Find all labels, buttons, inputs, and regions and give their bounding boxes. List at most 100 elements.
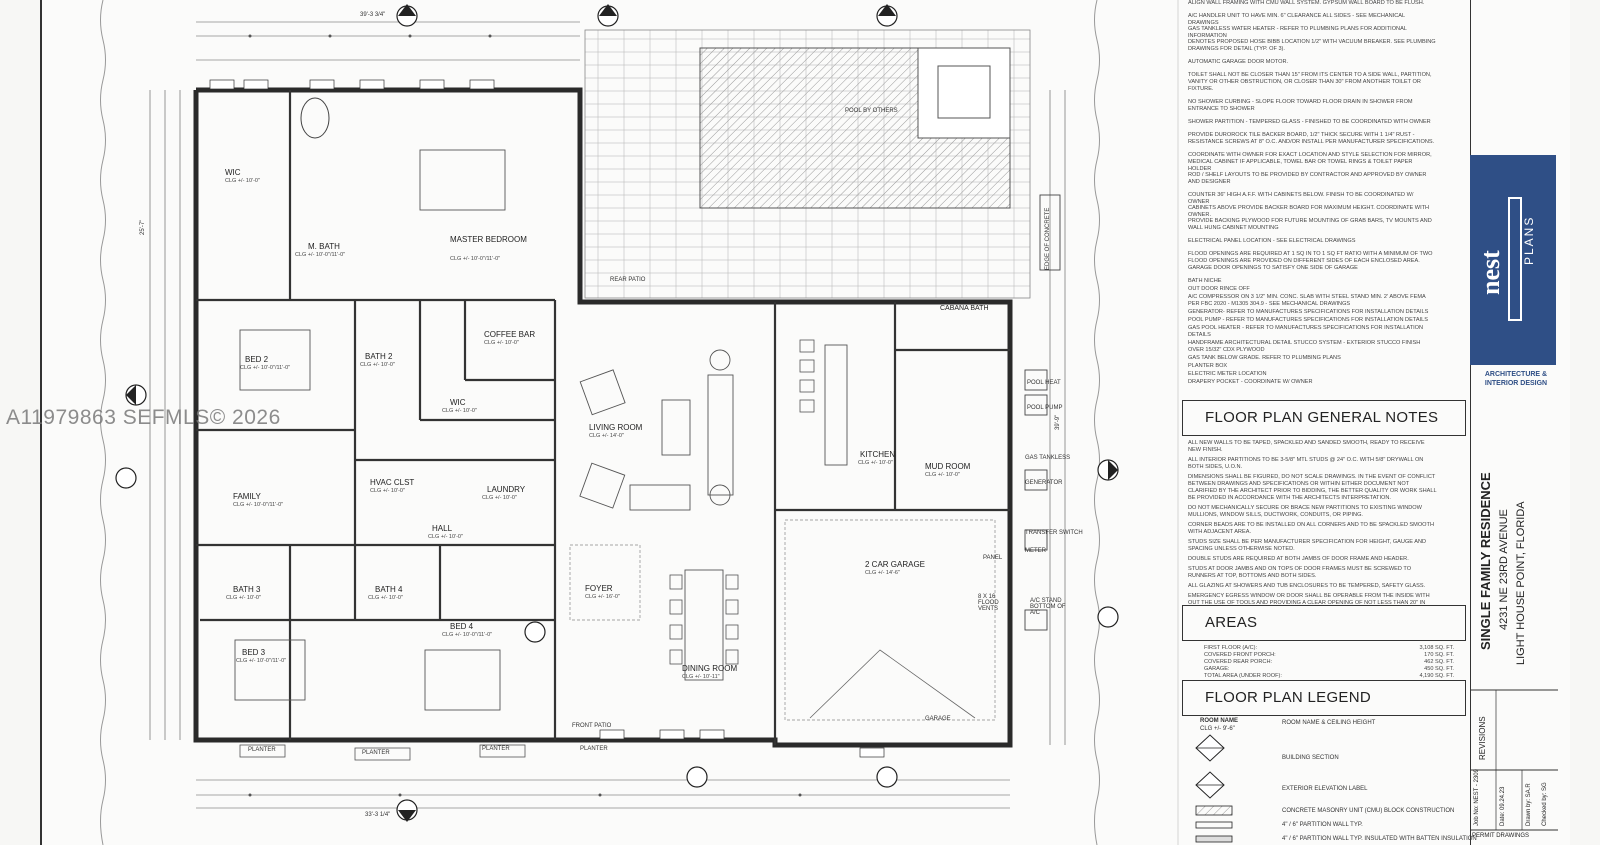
dimension-top: 39'-3 3/4" bbox=[360, 12, 386, 18]
area-value: 462 SQ. FT. bbox=[1424, 659, 1454, 665]
room-label: HALL bbox=[432, 524, 453, 533]
legend-header: FLOOR PLAN LEGEND bbox=[1182, 680, 1466, 716]
permit-label: PERMIT DRAWINGS bbox=[1472, 833, 1530, 839]
plan-note: GAS TANKLESS WATER HEATER - REFER TO PLU… bbox=[1188, 26, 1407, 39]
room-label: CABANA BATH bbox=[940, 305, 989, 312]
room-ceiling: CLG +/- 10'-0" bbox=[858, 460, 893, 466]
plan-note: OUT DOOR RINCE OFF bbox=[1188, 286, 1250, 292]
plan-note: ELECTRIC METER LOCATION bbox=[1188, 371, 1267, 377]
legend-room-clg: CLG +/- 9'-6" bbox=[1200, 726, 1235, 732]
area-row: COVERED FRONT PORCH: 170 SQ. FT. bbox=[1204, 652, 1454, 658]
area-row: COVERED REAR PORCH: 462 SQ. FT. bbox=[1204, 659, 1454, 665]
plan-note: GAS TANK BELOW GRADE. REFER TO PLUMBING … bbox=[1188, 355, 1341, 361]
general-note: STUDS SIZE SHALL BE PER MANUFACTURER SPE… bbox=[1188, 539, 1427, 552]
area-label: FIRST FLOOR (A/C): bbox=[1204, 645, 1258, 651]
planter-label: PLANTER bbox=[248, 747, 276, 753]
plan-note: A/C HANDLER UNIT TO HAVE MIN. 6" CLEARAN… bbox=[1188, 13, 1405, 26]
room-ceiling: CLG +/- 14'-6" bbox=[865, 570, 900, 576]
room-label: KITCHEN bbox=[860, 450, 896, 459]
title-block bbox=[1470, 0, 1559, 845]
planter-label: PLANTER bbox=[580, 746, 608, 752]
plan-note: SHOWER PARTITION - TEMPERED GLASS - FINI… bbox=[1188, 119, 1431, 125]
plan-note: ELECTRICAL PANEL LOCATION - SEE ELECTRIC… bbox=[1188, 238, 1356, 244]
room-label: WIC bbox=[450, 398, 466, 407]
legend-item: 4" / 6" PARTITION WALL TYP. bbox=[1282, 822, 1363, 828]
room-ceiling: CLG +/- 10'-0"/11'-0" bbox=[442, 632, 493, 638]
plan-note: COORDINATE WITH OWNER FOR EXACT LOCATION… bbox=[1188, 152, 1432, 172]
property-line-left bbox=[100, 0, 106, 845]
plan-note: CABINETS ABOVE PROVIDE BACKER BOARD FOR … bbox=[1188, 205, 1430, 218]
areas-header: AREAS bbox=[1182, 605, 1466, 641]
project-title: SINGLE FAMILY RESIDENCE bbox=[1478, 472, 1493, 650]
plan-note: GAS POOL HEATER - REFER TO MANUFACTURES … bbox=[1188, 325, 1424, 338]
room-ceiling: CLG +/- 10'-0" bbox=[428, 534, 463, 540]
job-number: Job No: NEST - 2309 bbox=[1474, 769, 1480, 826]
general-note: DO NOT MECHANICALLY SECURE OR BRACE NEW … bbox=[1188, 505, 1422, 518]
room-ceiling: CLG +/- 10'-0"/11'-0" bbox=[240, 365, 291, 371]
room-ceiling: CLG +/- 10'-0" bbox=[225, 178, 260, 184]
plan-note: NO SHOWER CURBING - SLOPE FLOOR TOWARD F… bbox=[1188, 99, 1413, 112]
room-label: 2 CAR GARAGE bbox=[865, 560, 926, 569]
room-label: DINING ROOM bbox=[682, 664, 738, 673]
front-patio-label: FRONT PATIO bbox=[572, 723, 612, 729]
legend-room-name: ROOM NAME bbox=[1200, 718, 1238, 724]
drawing-date: Date: 09.24.23 bbox=[1500, 786, 1506, 826]
room-label: MASTER BEDROOM bbox=[450, 235, 527, 244]
planter-label: PLANTER bbox=[482, 746, 510, 752]
notes-column: ALIGN WALL FRAMING WITH CMU WALL SYSTEM.… bbox=[1180, 0, 1442, 845]
firm-name: ARCHITECTURE & INTERIOR DESIGN bbox=[1484, 371, 1548, 387]
general-note: CORNER BEADS ARE TO BE INSTALLED ON ALL … bbox=[1188, 522, 1434, 535]
plan-note: GENERATOR- REFER TO MANUFACTURES SPECIFI… bbox=[1188, 309, 1429, 315]
room-label: BATH 4 bbox=[375, 585, 403, 594]
room-ceiling: CLG +/- 10'-0" bbox=[484, 340, 519, 346]
pool-heat-label: POOL HEAT bbox=[1027, 380, 1061, 386]
property-line-right bbox=[1094, 0, 1100, 845]
room-label: LAUNDRY bbox=[487, 485, 526, 494]
plan-note: TOILET SHALL NOT BE CLOSER THAN 15" FROM… bbox=[1188, 72, 1432, 92]
area-label: COVERED REAR PORCH: bbox=[1204, 659, 1273, 665]
transfer-switch-label: TRANSFER SWITCH bbox=[1025, 530, 1083, 536]
legend-item: CONCRETE MASONRY UNIT (CMU) BLOCK CONSTR… bbox=[1282, 808, 1455, 814]
area-value: 450 SQ. FT. bbox=[1424, 666, 1454, 672]
plan-note: DRAPERY POCKET - COORDINATE W/ OWNER bbox=[1188, 379, 1313, 385]
pool-label: POOL BY OTHERS bbox=[845, 108, 898, 114]
general-note: ALL NEW WALLS TO BE TAPED, SPACKLED AND … bbox=[1188, 440, 1425, 453]
general-note: ALL GLAZING AT SHOWERS AND TUB ENCLOSURE… bbox=[1188, 583, 1426, 589]
area-row: FIRST FLOOR (A/C):3,108 SQ. FT. bbox=[1204, 645, 1454, 651]
legend-item: EXTERIOR ELEVATION LABEL bbox=[1282, 786, 1368, 792]
plan-note: ALIGN WALL FRAMING WITH CMU WALL SYSTEM.… bbox=[1188, 0, 1425, 6]
room-label: WIC bbox=[225, 168, 241, 177]
checked-by: Checked by: SG bbox=[1542, 782, 1548, 826]
room-ceiling: CLG +/- 10'-0" bbox=[925, 472, 960, 478]
room-ceiling: CLG +/- 16'-0" bbox=[585, 594, 620, 600]
room-label: BATH 3 bbox=[233, 585, 261, 594]
plan-note: A/C COMPRESSOR ON 3 1/2" MIN. CONC. SLAB… bbox=[1188, 294, 1426, 307]
plan-note: PLANTER BOX bbox=[1188, 363, 1228, 369]
room-label: HVAC CLST bbox=[370, 478, 415, 487]
pool-pump-label: POOL PUMP bbox=[1027, 405, 1063, 411]
meter-label: METER bbox=[1025, 548, 1046, 554]
room-ceiling: CLG +/- 10'-0" bbox=[482, 495, 517, 501]
area-value: 170 SQ. FT. bbox=[1424, 652, 1454, 658]
room-label: MUD ROOM bbox=[925, 462, 971, 471]
general-note: DOUBLE STUDS ARE REQUIRED AT BOTH JAMBS … bbox=[1188, 556, 1409, 562]
plan-note: COUNTER 36" HIGH A.F.F. WITH CABINETS BE… bbox=[1188, 192, 1414, 205]
room-ceiling: CLG +/- 10'-0" bbox=[442, 408, 477, 414]
revisions-label: REVISIONS bbox=[1478, 716, 1487, 760]
room-label: FAMILY bbox=[233, 492, 261, 501]
room-ceiling: CLG +/- 10'-0"/11'-0" bbox=[236, 658, 287, 664]
ac-stand-label: A/C STAND BOTTOM OF A/C bbox=[1030, 598, 1066, 616]
general-note: ALL INTERIOR PARTITIONS TO BE 3-5/8" MTL… bbox=[1188, 457, 1424, 470]
room-ceiling: CLG +/- 10'-0" bbox=[370, 488, 405, 494]
area-label: COVERED FRONT PORCH: bbox=[1204, 652, 1276, 658]
plan-note: PROVIDE BACKING PLYWOOD FOR FUTURE MOUNT… bbox=[1188, 218, 1432, 231]
room-ceiling: CLG +/- 10'-0"/11'-0" bbox=[450, 256, 501, 262]
project-address: 4231 NE 23RD AVENUE bbox=[1498, 509, 1510, 630]
room-ceiling: CLG +/- 10'-0"/11'-0" bbox=[295, 252, 346, 258]
room-ceiling: CLG +/- 10'-0" bbox=[368, 595, 403, 601]
planter-label: PLANTER bbox=[362, 750, 390, 756]
room-label: BED 4 bbox=[450, 622, 474, 631]
drawn-by: Drawn by: SA.R bbox=[1526, 783, 1532, 826]
plan-note: AUTOMATIC GARAGE DOOR MOTOR. bbox=[1188, 59, 1289, 65]
project-city: LIGHT HOUSE POINT, FLORIDA bbox=[1515, 501, 1527, 665]
